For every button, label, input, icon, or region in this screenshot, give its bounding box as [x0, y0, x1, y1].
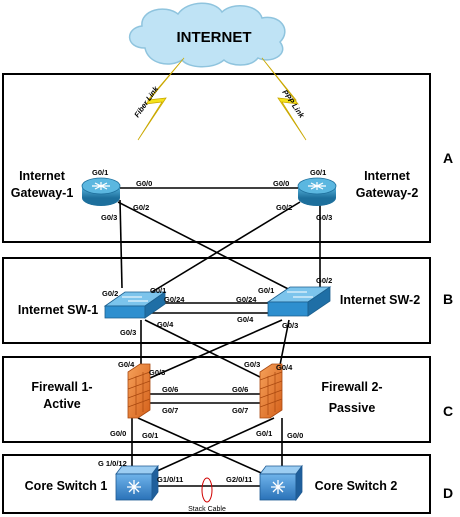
port-label: G0/24 [236, 295, 257, 304]
port-label: G0/4 [276, 363, 293, 372]
port-label: G0/0 [110, 429, 126, 438]
port-label: G0/1 [142, 431, 158, 440]
gateway-2-label-line1: Internet [364, 169, 411, 183]
firewall-2-icon [259, 363, 283, 419]
port-label: G0/0 [287, 431, 303, 440]
zone-b-label: B [443, 291, 453, 307]
port-label: G2/0/11 [226, 475, 252, 484]
port-label: G0/6 [232, 385, 248, 394]
internet-sw-1-switch-icon [103, 291, 167, 319]
port-label: G0/7 [232, 406, 248, 415]
firewall-2-label-line1: Firewall 2- [321, 380, 382, 394]
internet-sw-2-label: Internet SW-2 [340, 293, 420, 307]
gateway-1-label-line1: Internet [19, 169, 66, 183]
stack-cable-marker [201, 477, 213, 503]
cable-sw2-fw2 [278, 319, 290, 371]
port-label: G0/0 [273, 179, 289, 188]
core-switch-2-icon [259, 464, 303, 502]
internet-label: INTERNET [177, 29, 252, 46]
port-label: G0/3 [282, 321, 298, 330]
port-label: G0/3 [120, 328, 136, 337]
gateway-1-router-icon [81, 177, 121, 206]
port-label: G0/24 [164, 295, 185, 304]
gateway-2-label-line2: Gateway-2 [356, 186, 419, 200]
firewall-1-icon [127, 363, 151, 419]
port-label: G0/2 [276, 203, 292, 212]
ppp-link-bolt [261, 57, 307, 141]
zone-a-frame [2, 73, 431, 243]
cables [117, 187, 321, 503]
port-label: G0/2 [133, 203, 149, 212]
cable-fw2-core1 [145, 417, 275, 477]
zone-a-label: A [443, 150, 453, 166]
fiber-link-bolt [137, 57, 185, 141]
internet-sw-1-label: Internet SW-1 [18, 303, 98, 317]
zone-b-frame [2, 257, 431, 344]
cable-sw1-fw2 [144, 319, 263, 379]
cable-fw1-core2 [137, 417, 269, 477]
cable-gw1-sw2 [117, 201, 301, 296]
cable-gw2-sw1 [141, 201, 301, 299]
port-label: G1/0/11 [157, 475, 183, 484]
internet-sw-2-switch-icon [266, 286, 332, 317]
port-label: G0/6 [162, 385, 178, 394]
gateway-2-router-icon [297, 177, 337, 206]
zone-c-label: C [443, 403, 453, 419]
port-label: G0/3 [316, 213, 332, 222]
port-label: G0/1 [256, 429, 272, 438]
cable-gw1-sw1 [119, 199, 123, 289]
zone-d-frame [2, 454, 431, 514]
port-label: G0/2 [102, 289, 118, 298]
port-label: G0/3 [149, 368, 165, 377]
firewall-2-label-line2: Passive [329, 401, 376, 415]
port-label: G0/7 [162, 406, 178, 415]
zone-c-frame [2, 356, 431, 443]
core-switch-1-label: Core Switch 1 [25, 479, 108, 493]
core-switch-1-icon [115, 464, 159, 502]
port-label: G 1/0/12 [98, 459, 127, 468]
port-label: G0/2 [316, 276, 332, 285]
port-label: G0/4 [118, 360, 135, 369]
port-label: G0/1 [258, 286, 274, 295]
port-label: G0/4 [237, 315, 254, 324]
cable-sw2-fw1 [149, 319, 283, 379]
firewall-1-label-line2: Active [43, 397, 81, 411]
port-label: G0/0 [136, 179, 152, 188]
zone-d-label: D [443, 485, 453, 501]
gateway-1-label-line2: Gateway-1 [11, 186, 74, 200]
internet-cloud: INTERNET [128, 2, 286, 68]
core-switch-2-label: Core Switch 2 [315, 479, 398, 493]
port-label: G0/3 [244, 360, 260, 369]
port-label: G0/1 [92, 168, 108, 177]
firewall-1-label-line1: Firewall 1- [31, 380, 92, 394]
port-label: G0/3 [101, 213, 117, 222]
stack-cable-label: Stack Cable [188, 506, 226, 513]
port-label: G0/1 [310, 168, 326, 177]
port-label: G0/1 [150, 286, 166, 295]
port-label: G0/4 [157, 320, 174, 329]
